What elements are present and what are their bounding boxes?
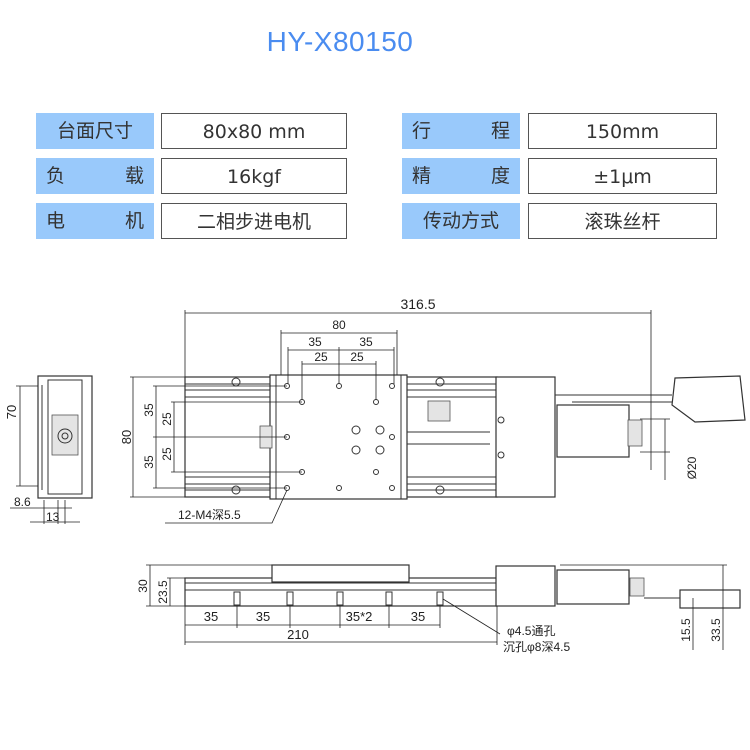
dim-motor-2: 33.5 xyxy=(709,618,723,642)
label-text: 机 xyxy=(124,210,144,232)
dim-side-height: 30 xyxy=(136,579,150,593)
dim-motor-1: 15.5 xyxy=(679,618,693,642)
dim-span-inner-left: 25 xyxy=(314,350,328,364)
dim-base-length: 210 xyxy=(287,627,309,642)
dim-span-inner-right: 25 xyxy=(350,350,364,364)
spec-label-load: 负载 xyxy=(36,158,154,194)
side-view: 30 23.5 35 35 35*2 35 210 φ4.5通孔 沉孔φ8深4.… xyxy=(136,564,741,654)
dim-end-width: 13 xyxy=(46,510,60,524)
spec-label-accuracy: 精度 xyxy=(402,158,520,194)
dim-span-outer-right: 35 xyxy=(359,335,373,349)
note-mounting-holes: 12-M4深5.5 xyxy=(178,508,241,522)
spec-label-stroke: 行程 xyxy=(402,113,520,149)
dim-end-height: 70 xyxy=(4,405,19,419)
end-view: 70 8.6 13 xyxy=(4,375,93,524)
spec-value-table-size: 80x80 mm xyxy=(161,113,347,149)
dim-end-offset: 8.6 xyxy=(14,495,31,509)
label-text: 载 xyxy=(124,165,144,187)
product-title: HY-X80150 xyxy=(266,26,414,57)
dim-motor-diameter: Ø20 xyxy=(685,456,699,479)
spec-label-motor: 电机 xyxy=(36,203,154,239)
label-text: 传动方式 xyxy=(422,210,499,232)
note-counterbore: 沉孔φ8深4.5 xyxy=(503,640,570,654)
dim-pitch-1: 35 xyxy=(204,609,218,624)
label-text: 负 xyxy=(46,165,66,187)
label-text: 行 xyxy=(412,120,432,142)
dim-side-25-top: 25 xyxy=(160,412,174,426)
dim-side-25-bottom: 25 xyxy=(160,447,174,461)
spec-label-table-size: 台面尺寸 xyxy=(36,113,154,149)
label-text: 台面尺寸 xyxy=(56,120,133,142)
spec-label-drive: 传动方式 xyxy=(402,203,520,239)
spec-value-accuracy: ±1μm xyxy=(528,158,717,194)
dim-overall-length: 316.5 xyxy=(400,296,435,312)
dim-side-35-bottom: 35 xyxy=(142,455,156,469)
note-through-hole: φ4.5通孔 xyxy=(507,624,555,638)
label-text: 程 xyxy=(490,120,510,142)
label-text: 电 xyxy=(46,210,66,232)
dim-table-width: 80 xyxy=(332,318,346,332)
label-text: 度 xyxy=(490,165,510,187)
label-text: 精 xyxy=(412,165,432,187)
dim-rail-height: 23.5 xyxy=(156,580,170,604)
spec-value-drive: 滚珠丝杆 xyxy=(528,203,717,239)
dim-span-outer-left: 35 xyxy=(308,335,322,349)
spec-value-load: 16kgf xyxy=(161,158,347,194)
spec-value-stroke: 150mm xyxy=(528,113,717,149)
dim-pitch-3: 35*2 xyxy=(346,609,373,624)
dim-height: 80 xyxy=(119,430,134,444)
dim-pitch-4: 35 xyxy=(411,609,425,624)
side-holes xyxy=(233,591,444,606)
dim-side-35-top: 35 xyxy=(142,403,156,417)
dim-pitch-2: 35 xyxy=(256,609,270,624)
top-view: 316.5 80 35 35 25 25 80 35 25 25 35 Ø20 … xyxy=(119,296,746,524)
spec-value-motor: 二相步进电机 xyxy=(161,203,347,239)
